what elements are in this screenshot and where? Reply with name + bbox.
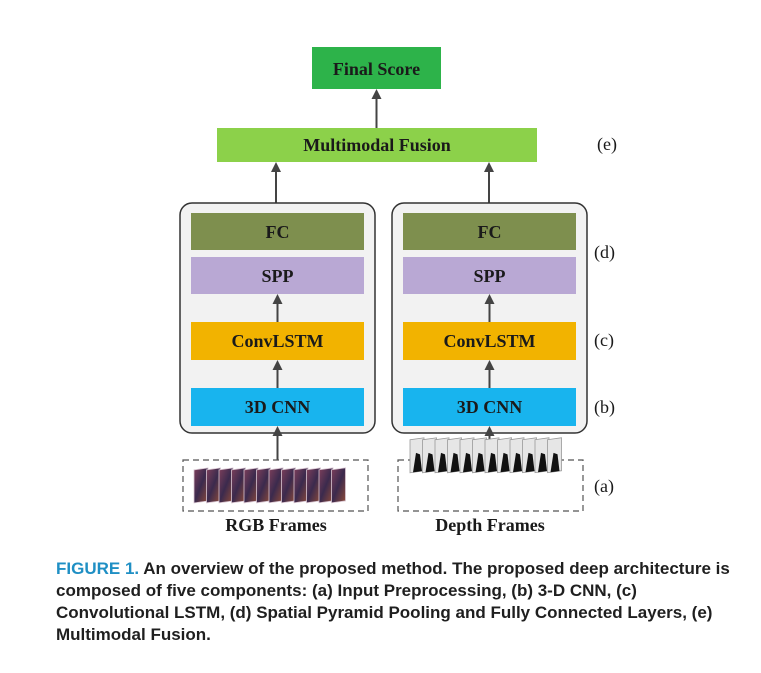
figure-caption-label: FIGURE 1. <box>56 559 140 578</box>
depth-silhouette <box>550 452 560 473</box>
figure-caption-text: An overview of the proposed method. The … <box>56 559 730 644</box>
depth-spp-box <box>403 257 576 294</box>
rgb-frame-thumbnail <box>256 467 271 504</box>
depth-silhouette <box>488 452 497 473</box>
rgb-frames-image <box>193 467 346 504</box>
final-score-box <box>312 47 441 89</box>
component-label-b: (b) <box>594 397 615 418</box>
rgb-frame-thumbnail <box>318 467 334 504</box>
depth-3dcnn-box <box>403 388 576 426</box>
depth-fc-box <box>403 213 576 250</box>
rgb-spp-label: SPP <box>261 266 293 286</box>
rgb-frame-thumbnail <box>306 467 321 504</box>
depth-convlstm-label: ConvLSTM <box>443 331 535 351</box>
multimodal-fusion-label: Multimodal Fusion <box>303 135 451 155</box>
multimodal-fusion-box <box>217 128 537 162</box>
component-label-a: (a) <box>594 476 614 497</box>
depth-frames-image <box>409 437 562 474</box>
rgb-3dcnn-label: 3D CNN <box>245 397 311 417</box>
depth-silhouette <box>475 452 485 473</box>
depth-silhouette <box>538 452 547 473</box>
component-label-d: (d) <box>594 242 615 263</box>
depth-silhouette <box>425 452 435 473</box>
depth-silhouette <box>525 452 535 473</box>
depth-spp-label: SPP <box>473 266 505 286</box>
rgb-frame-thumbnail <box>281 467 296 504</box>
rgb-frame-thumbnail <box>231 467 246 504</box>
figure-caption: FIGURE 1. An overview of the proposed me… <box>56 558 736 646</box>
depth-silhouette <box>450 452 460 473</box>
rgb-frame-thumbnail <box>218 467 234 504</box>
depth-3dcnn-label: 3D CNN <box>457 397 523 417</box>
depth-silhouette <box>500 452 510 473</box>
rgb-frames-label: RGB Frames <box>225 515 326 535</box>
rgb-frame-thumbnail <box>268 467 284 504</box>
rgb-fc-box <box>191 213 364 250</box>
rgb-frame-thumbnail <box>331 467 346 504</box>
depth-silhouette <box>463 452 472 473</box>
rgb-spp-box <box>191 257 364 294</box>
depth-silhouette <box>513 452 522 473</box>
rgb-frames-box <box>182 459 369 512</box>
depth-fc-label: FC <box>478 222 502 242</box>
rgb-3dcnn-box <box>191 388 364 426</box>
architecture-diagram: Final Score Multimodal Fusion (e) FC SPP… <box>179 47 617 535</box>
rgb-frame-thumbnail <box>243 467 259 504</box>
depth-frames-label: Depth Frames <box>435 515 544 535</box>
rgb-frame-thumbnail <box>206 467 221 504</box>
rgb-fc-label: FC <box>266 222 290 242</box>
depth-silhouette <box>438 452 447 473</box>
rgb-convlstm-label: ConvLSTM <box>231 331 323 351</box>
rgb-convlstm-box <box>191 322 364 360</box>
component-label-c: (c) <box>594 330 614 351</box>
depth-silhouette <box>413 452 422 473</box>
rgb-frame-thumbnail <box>293 467 309 504</box>
rgb-frame-thumbnail <box>193 467 209 504</box>
final-score-label: Final Score <box>333 59 420 79</box>
depth-convlstm-box <box>403 322 576 360</box>
component-label-e: (e) <box>597 134 617 155</box>
